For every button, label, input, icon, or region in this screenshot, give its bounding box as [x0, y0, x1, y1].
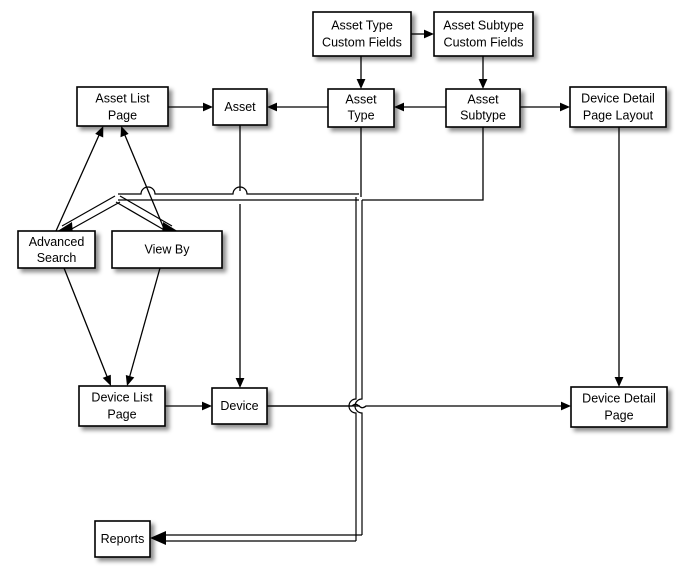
- node-label-line1: Asset List: [95, 91, 150, 105]
- node-device[interactable]: Device: [211, 387, 268, 425]
- node-label-line2: Page: [107, 407, 136, 421]
- edge-view-by-to-device-list-page: [125, 267, 161, 386]
- edge-device-detail-page-layout-to-device-detail-page: [614, 127, 624, 387]
- node-label-line1: Asset: [224, 100, 256, 114]
- node-layer: Asset Type Custom Fields Asset Subtype C…: [17, 11, 668, 558]
- edge-asset-to-device: [235, 125, 245, 388]
- node-label-line1: View By: [145, 242, 191, 256]
- edge-advanced-search-to-asset-list-page: [55, 126, 104, 232]
- edge-asset-type-custom-fields-to-asset-subtype-custom-fields: [411, 29, 434, 39]
- edge-bus-horizontal-double: [118, 186, 359, 201]
- edge-asset-subtype-to-device-detail-page-layout: [520, 102, 570, 112]
- edge-asset-subtype-down-to-bus: [362, 127, 484, 201]
- node-device-list-page[interactable]: Device List Page: [78, 385, 166, 427]
- node-asset-type[interactable]: Asset Type: [327, 88, 395, 128]
- edge-advanced-search-to-device-list-page: [63, 267, 111, 386]
- node-label-line2: Type: [347, 108, 374, 122]
- node-label-line1: Device: [220, 399, 258, 413]
- node-asset-subtype[interactable]: Asset Subtype: [445, 88, 521, 128]
- node-label-line2: Custom Fields: [444, 35, 524, 49]
- node-advanced-search[interactable]: Advanced Search: [17, 230, 96, 269]
- node-view-by[interactable]: View By: [111, 230, 223, 269]
- edge-asset-subtype-custom-fields-to-asset-subtype: [478, 56, 488, 89]
- node-label-line1: Advanced: [29, 235, 85, 249]
- node-label-line2: Custom Fields: [322, 35, 402, 49]
- node-label-line1: Device Detail: [581, 91, 655, 105]
- edge-asset-list-page-to-asset: [168, 102, 213, 112]
- node-asset-subtype-custom-fields[interactable]: Asset Subtype Custom Fields: [433, 11, 534, 57]
- node-asset-list-page[interactable]: Asset List Page: [76, 86, 169, 127]
- edge-device-list-page-to-device: [165, 401, 212, 411]
- edge-bus-vertical-double: [348, 197, 363, 541]
- node-label-line1: Reports: [101, 532, 145, 546]
- edge-bus-to-advanced-search: [56, 195, 121, 236]
- node-label-line2: Page: [108, 108, 137, 122]
- edge-layer: [55, 29, 624, 545]
- edge-bus-to-reports: [150, 531, 362, 545]
- node-device-detail-page[interactable]: Device Detail Page: [570, 386, 668, 428]
- node-asset-type-custom-fields[interactable]: Asset Type Custom Fields: [312, 11, 412, 57]
- node-label-line2: Search: [37, 251, 77, 265]
- edge-view-by-to-asset-list-page: [120, 126, 166, 232]
- node-label-line2: Subtype: [460, 108, 506, 122]
- node-label-line1: Asset Subtype: [443, 18, 524, 32]
- node-label-line2: Page Layout: [583, 108, 654, 122]
- node-asset[interactable]: Asset: [212, 88, 268, 126]
- edge-asset-type-custom-fields-to-asset-type: [356, 56, 366, 89]
- node-label-line1: Device List: [91, 390, 153, 404]
- node-label-line1: Asset: [467, 92, 499, 106]
- edge-device-to-device-detail-page: [267, 401, 571, 411]
- node-label-line1: Asset Type: [331, 18, 393, 32]
- edge-asset-type-to-asset: [267, 102, 328, 112]
- node-reports[interactable]: Reports: [94, 520, 151, 558]
- node-label-line1: Asset: [345, 92, 377, 106]
- node-label-line2: Page: [604, 408, 633, 422]
- edge-bus-to-view-by: [115, 195, 179, 236]
- node-label-line1: Device Detail: [582, 391, 656, 405]
- node-device-detail-page-layout[interactable]: Device Detail Page Layout: [569, 86, 667, 128]
- edge-asset-subtype-to-asset-type: [394, 102, 446, 112]
